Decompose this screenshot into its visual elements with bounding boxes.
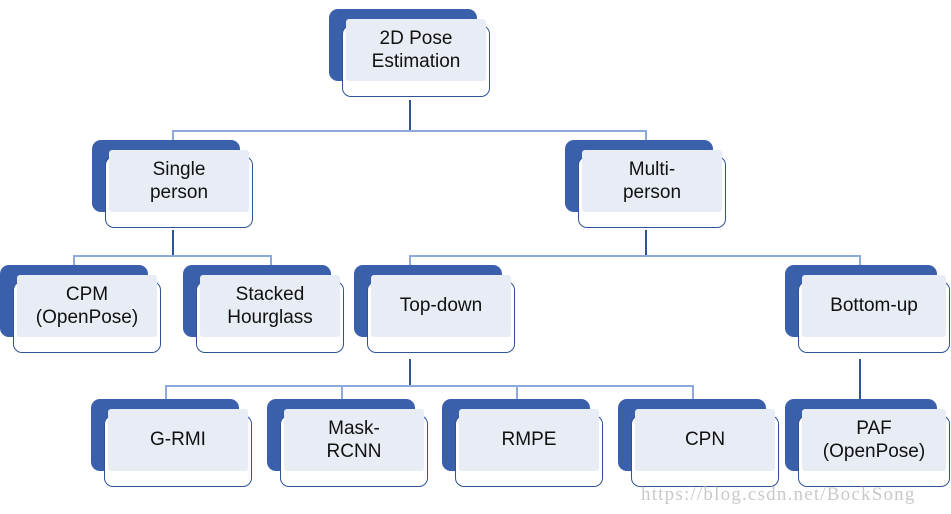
connector-single-bar [73, 255, 272, 257]
node-fill: Top-down [371, 275, 511, 337]
connector-topdown-to-grmi [165, 385, 167, 399]
node-label: Single person [149, 158, 209, 203]
connector-multi-to-bottomup [859, 255, 861, 270]
node-fill: Bottom-up [802, 275, 946, 337]
connector-multi-bar [409, 255, 861, 257]
node-fill: CPN [635, 409, 775, 471]
connector-single-stem [172, 230, 174, 256]
connector-topdown-bar [165, 385, 693, 387]
connector-root-to-single [172, 130, 174, 145]
node-fill: Single person [109, 150, 249, 212]
node-label: 2D Pose Estimation [371, 27, 461, 72]
connector-topdown-to-cpn [692, 385, 694, 399]
node-fill: Multi- person [582, 150, 722, 212]
node-label: Top-down [399, 295, 483, 317]
connector-single-to-hourglass [270, 255, 272, 270]
node-fill: CPM (OpenPose) [17, 275, 157, 337]
node-label: Mask- RCNN [326, 417, 382, 462]
node-label: RMPE [501, 429, 557, 451]
connector-multi-stem [645, 230, 647, 256]
connector-single-to-cpm [73, 255, 75, 270]
connector-multi-to-topdown [409, 255, 411, 270]
connector-topdown-to-maskrcnn [341, 385, 343, 399]
node-label: Bottom-up [830, 295, 918, 317]
node-fill: 2D Pose Estimation [346, 19, 486, 81]
node-fill: RMPE [459, 409, 599, 471]
connector-topdown-stem [409, 359, 411, 386]
connector-root-to-multi [645, 130, 647, 145]
node-fill: Stacked Hourglass [200, 275, 340, 337]
connector-bottomup-to-paf [859, 359, 861, 399]
node-fill: Mask- RCNN [284, 409, 424, 471]
node-fill: G-RMI [108, 409, 248, 471]
connector-root-bar [172, 130, 647, 132]
node-label: Multi- person [622, 158, 682, 203]
connector-root-stem [409, 100, 411, 131]
node-label: G-RMI [150, 429, 206, 451]
node-fill: PAF (OpenPose) [802, 409, 946, 471]
node-label: CPN [684, 429, 726, 451]
node-label: PAF (OpenPose) [822, 417, 926, 462]
node-label: CPM (OpenPose) [35, 283, 139, 328]
watermark-text: https://blog.csdn.net/BockSong [641, 484, 916, 505]
connector-topdown-to-rmpe [516, 385, 518, 399]
node-label: Stacked Hourglass [227, 283, 313, 328]
